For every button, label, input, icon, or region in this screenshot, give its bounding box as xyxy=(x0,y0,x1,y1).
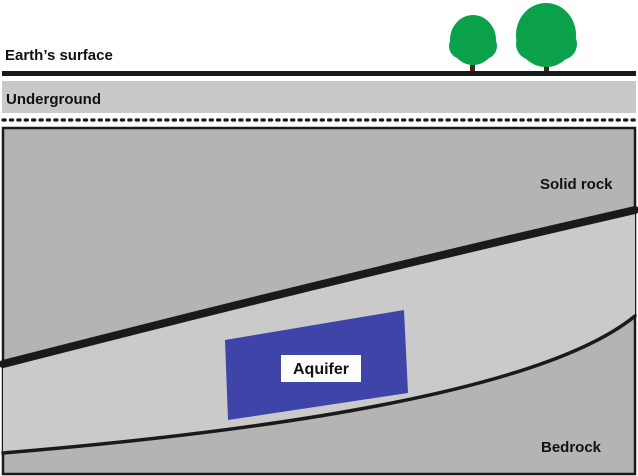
tree-right xyxy=(516,3,577,72)
tree-right-crown-lobe xyxy=(516,28,548,60)
bedrock-boundary xyxy=(1,314,637,455)
underground-band xyxy=(2,81,636,113)
underground-label: Underground xyxy=(6,91,101,108)
tree-left xyxy=(449,15,497,72)
aquifer-label: Aquifer xyxy=(293,361,349,378)
surface-label: Earth’s surface xyxy=(5,47,113,64)
tree-left-crown-lobe-2 xyxy=(471,33,497,59)
aquifer-label-box xyxy=(281,355,361,382)
aquifer-top-boundary xyxy=(0,206,638,368)
solid-rock-label: Solid rock xyxy=(540,176,613,193)
tree-right-crown-lobe-2 xyxy=(545,28,577,60)
tree-left-crown-lobe xyxy=(449,33,475,59)
bedrock-label: Bedrock xyxy=(541,439,602,456)
